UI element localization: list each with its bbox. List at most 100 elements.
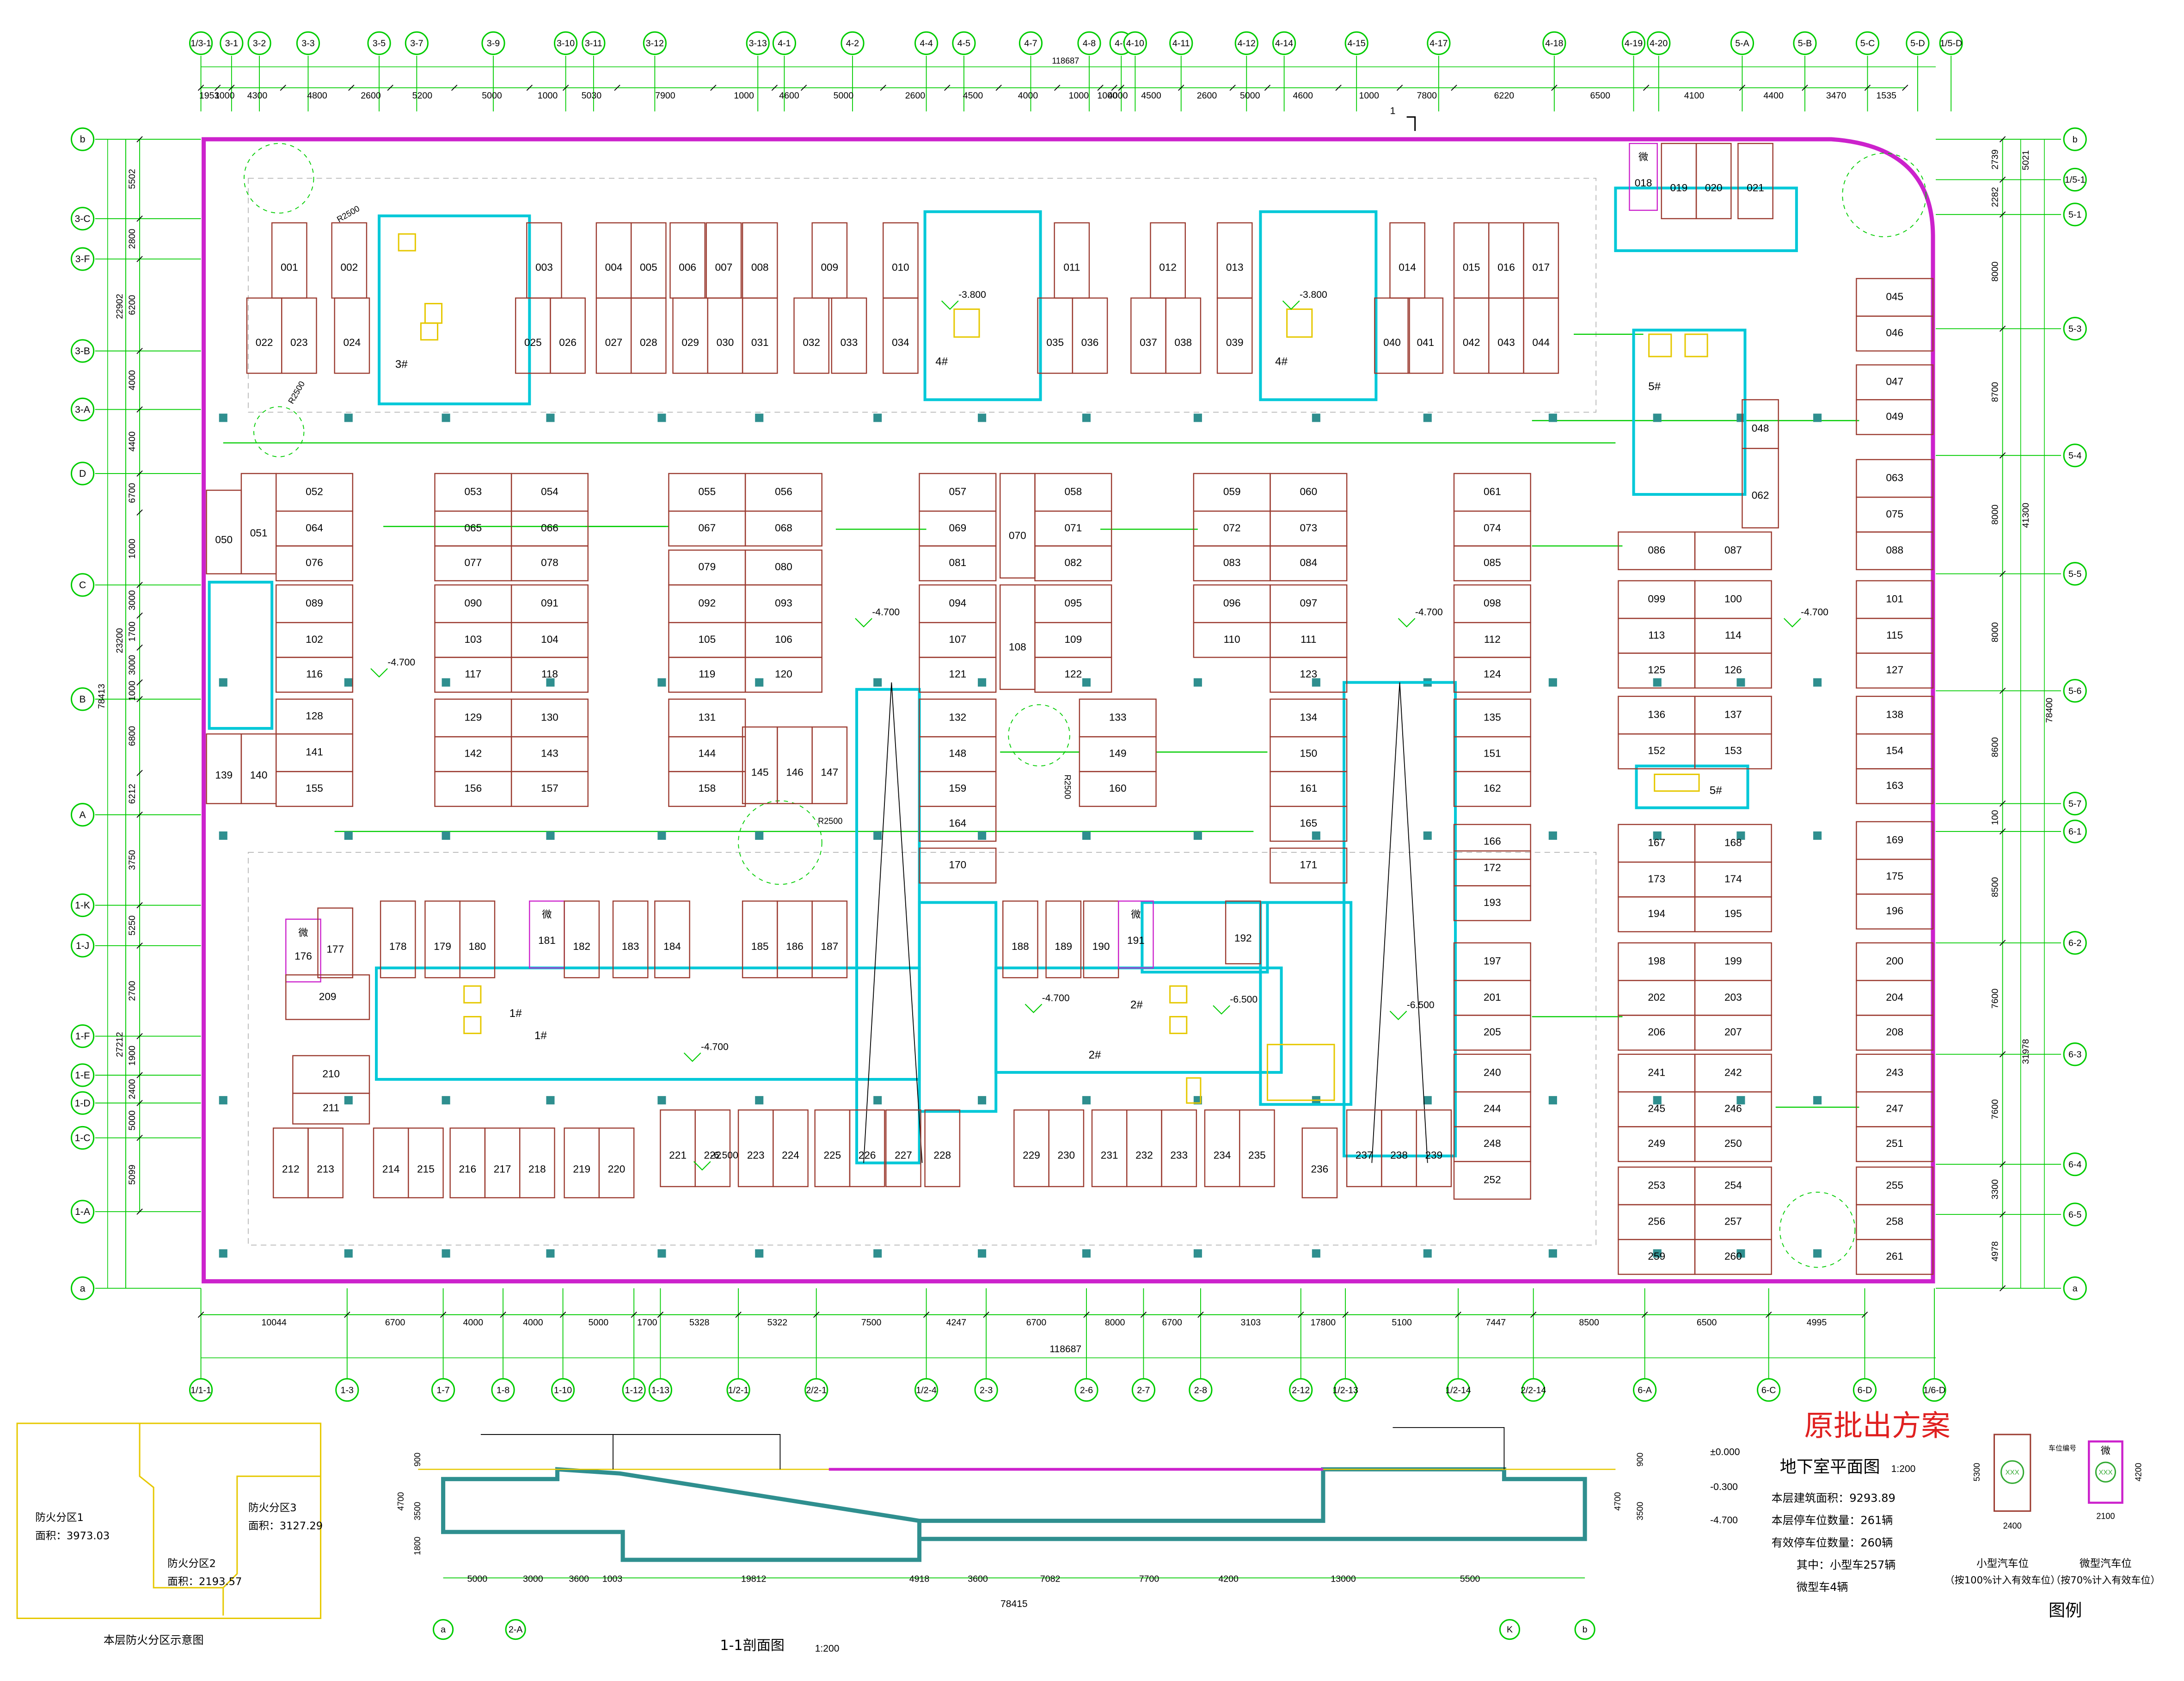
stall-number: 013 <box>1226 261 1244 273</box>
stall-number: 032 <box>803 337 820 348</box>
fire-zone-area: 面积：2193.57 <box>167 1576 242 1588</box>
plan-scale: 1:200 <box>1891 1464 1916 1474</box>
grid-bubble <box>189 1378 213 1402</box>
grid-label: 5-5 <box>2068 569 2081 579</box>
parking-stall <box>1453 545 1531 582</box>
stall-number: 223 <box>747 1150 765 1161</box>
stall-number: 205 <box>1484 1026 1501 1038</box>
parking-stall <box>707 297 743 374</box>
column <box>1082 678 1091 687</box>
dim-value: 3103 <box>1241 1318 1261 1328</box>
dim-value: 4400 <box>127 431 137 452</box>
dim-value: 4400 <box>1763 91 1784 101</box>
dim-tick <box>348 85 355 91</box>
stall-number: 127 <box>1886 664 1903 676</box>
stall-number: 124 <box>1484 668 1501 680</box>
fire-zone-area: 面积：3127.29 <box>248 1520 323 1532</box>
core-room <box>1632 328 1747 496</box>
dim-total: 22902 <box>115 294 125 319</box>
column <box>344 413 353 422</box>
stall-number: 067 <box>698 522 716 534</box>
dim-total: 27212 <box>115 1032 125 1057</box>
parking-stall <box>654 900 690 979</box>
parking-stall <box>1453 1161 1531 1200</box>
core-room <box>918 901 998 1113</box>
parking-stall <box>1856 893 1934 930</box>
parking-stall <box>737 1109 774 1188</box>
parking-stall <box>1091 1109 1128 1188</box>
grid-bubble <box>2063 819 2087 844</box>
column <box>1548 1096 1557 1105</box>
legend-dim: 2400 <box>2003 1521 2022 1530</box>
dim-total: 23200 <box>115 628 125 653</box>
dim-tick <box>559 1312 566 1318</box>
grid-bubble <box>70 1200 95 1224</box>
dim-value: 5000 <box>1240 91 1260 101</box>
ramp <box>1371 682 1428 1163</box>
stall-number: 149 <box>1109 748 1127 759</box>
grid-label: 1/2-14 <box>1445 1385 1471 1395</box>
stall-number: 092 <box>698 597 716 609</box>
dim-tick <box>1999 800 2006 807</box>
dim-value: 4995 <box>1807 1318 1827 1328</box>
parking-stall <box>1856 1126 1934 1162</box>
dim-tick <box>1861 1312 1868 1318</box>
parking-stall <box>1694 1126 1772 1162</box>
stall-number: 021 <box>1747 182 1764 194</box>
elevation-label: -4.700 <box>701 1041 729 1052</box>
dim-value: 2800 <box>127 229 137 249</box>
grid-label: 1/1-1 <box>190 1385 211 1395</box>
dim-tick <box>983 1312 989 1318</box>
overhead-outline <box>248 178 1596 413</box>
dim-tick <box>710 85 717 91</box>
parking-stall <box>595 222 632 299</box>
column <box>344 678 353 687</box>
parking-stall <box>811 222 848 299</box>
column <box>978 831 987 840</box>
elevation-symbol <box>855 618 872 628</box>
dim-value: 19812 <box>741 1574 766 1584</box>
stall-number: 006 <box>679 261 696 273</box>
column <box>873 831 882 840</box>
fire-zone-diagram: 防火分区1面积：3973.03防火分区2面积：2193.57防火分区3面积：31… <box>16 1422 323 1647</box>
dim-tick <box>1999 211 2006 218</box>
grid-label: 5-4 <box>2068 450 2081 461</box>
column <box>873 413 882 422</box>
grid-label: 1-8 <box>497 1385 509 1395</box>
stall-number: 220 <box>608 1164 626 1175</box>
stair-label: 3# <box>395 358 408 370</box>
stall-number: 060 <box>1300 486 1317 498</box>
grid-bubble <box>70 397 95 422</box>
stall-number: 155 <box>306 782 323 794</box>
parking-stall <box>669 222 706 299</box>
parking-stall <box>408 1127 444 1199</box>
elevation-label: -3.800 <box>958 289 986 300</box>
parking-stall <box>373 1127 409 1199</box>
dim-value: 1535 <box>1876 91 1896 101</box>
stall-number: 115 <box>1886 629 1903 641</box>
stall-number: 010 <box>892 261 909 273</box>
turning-radius <box>1008 704 1070 767</box>
grid-bubble <box>70 687 95 711</box>
parking-stall <box>380 900 416 979</box>
column <box>442 678 450 687</box>
dim-tick <box>136 679 143 686</box>
stall-number: 203 <box>1724 991 1742 1003</box>
stall-number: 110 <box>1224 634 1240 645</box>
dim-value: 4247 <box>946 1318 967 1328</box>
core-room <box>855 688 921 1164</box>
stall-number: 098 <box>1484 597 1501 609</box>
parking-stall <box>292 1092 370 1125</box>
grid-bubble <box>1542 31 1566 55</box>
grid-label: 1-3 <box>341 1385 354 1395</box>
dim-tick <box>923 1312 930 1318</box>
stall-number: 190 <box>1092 941 1110 952</box>
stall-number: 195 <box>1724 908 1742 919</box>
dim-tick <box>944 85 951 91</box>
grid-label: 1-J <box>76 941 89 951</box>
stall-number: 058 <box>1065 486 1082 498</box>
stall-number: 129 <box>465 711 482 723</box>
dim-value: 3300 <box>1990 1179 2000 1200</box>
dim-tick <box>1641 1312 1648 1318</box>
stall-number: 170 <box>949 859 967 871</box>
